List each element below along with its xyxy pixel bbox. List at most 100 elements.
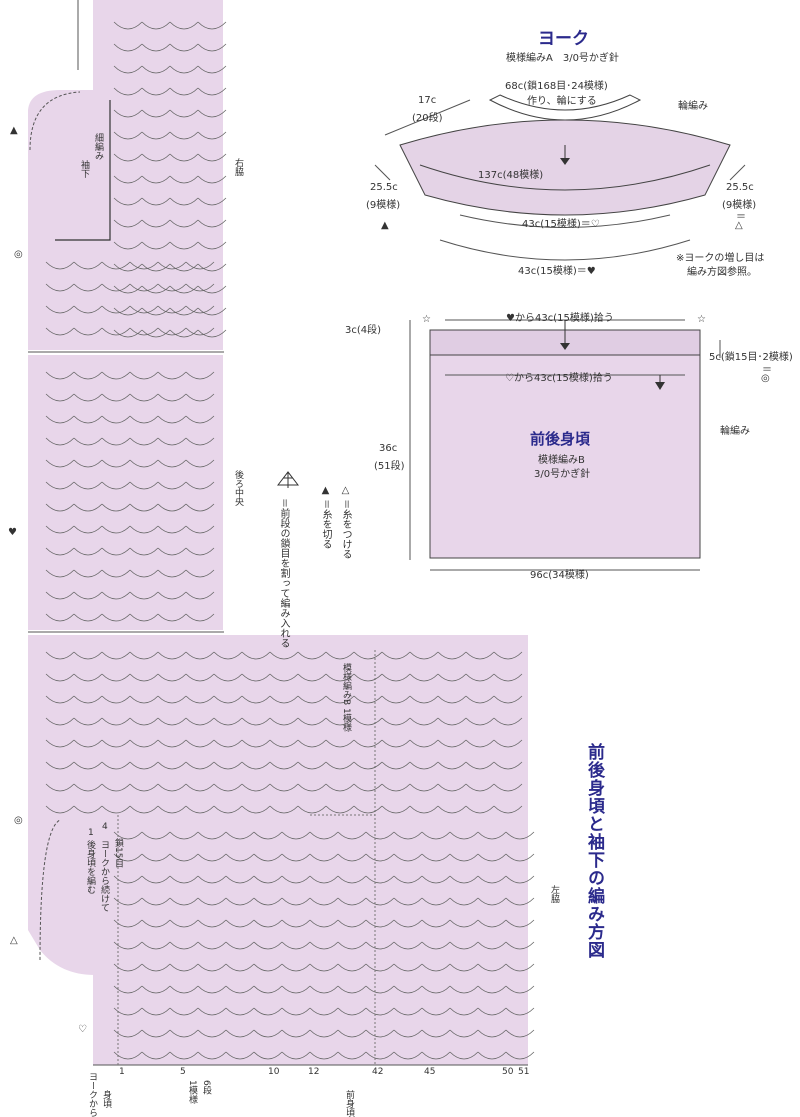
stitch-arc: [141, 853, 171, 862]
stitch-arc: [241, 717, 271, 726]
stitch-arc: [73, 261, 103, 270]
stitch-arc: [129, 673, 159, 682]
stitch-arc: [337, 941, 367, 950]
stitch-arc: [101, 651, 131, 660]
stitch-arc: [465, 695, 495, 704]
stitch-arc: [73, 283, 103, 292]
stitch-arc: [269, 739, 299, 748]
stitch-arc: [505, 853, 535, 862]
body-title: 前後身頃: [530, 430, 591, 448]
stitch-arc: [101, 283, 131, 292]
stitch-arc: [45, 371, 75, 380]
stitch-arc: [297, 805, 327, 814]
stitch-arc: [129, 569, 159, 578]
stitch-arc: [185, 591, 215, 600]
stitch-arc: [129, 547, 159, 556]
row-number: 50: [502, 1067, 514, 1077]
row-1-top: 1: [88, 828, 94, 838]
stitch-arc: [101, 481, 131, 490]
stitch-arc: [141, 1007, 171, 1016]
stitch-arc: [141, 941, 171, 950]
stitch-arc: [253, 1007, 283, 1016]
stitch-arc: [141, 897, 171, 906]
stitch-arc: [253, 919, 283, 928]
stitch-arc: [505, 919, 535, 928]
stitch-arc: [197, 1029, 227, 1038]
stitch-arc: [45, 305, 75, 314]
stitch-arc: [45, 459, 75, 468]
stitch-arc: [253, 1051, 283, 1060]
stitch-arc: [169, 43, 199, 52]
stitch-arc: [241, 673, 271, 682]
stitch-arc: [421, 853, 451, 862]
stitch-arc: [45, 805, 75, 814]
stitch-arc: [129, 591, 159, 600]
stitch-arc: [141, 285, 171, 294]
label-left-side: 左脇: [549, 885, 559, 903]
stitch-arc: [101, 695, 131, 704]
stitch-arc: [197, 175, 227, 184]
stitch-arc: [409, 805, 439, 814]
stitch-arc: [269, 673, 299, 682]
stitch-arc: [113, 43, 143, 52]
stitch-arc: [381, 761, 411, 770]
stitch-arc: [449, 1007, 479, 1016]
stitch-arc: [169, 329, 199, 338]
stitch-arc: [185, 371, 215, 380]
stitch-arc: [113, 329, 143, 338]
stitch-arc: [197, 831, 227, 840]
stitch-arc: [505, 1029, 535, 1038]
stitch-arc: [337, 919, 367, 928]
stitch-arc: [365, 875, 395, 884]
stitch-arc: [157, 393, 187, 402]
stitch-arc: [381, 695, 411, 704]
stitch-arc: [157, 673, 187, 682]
stitch-arc: [197, 897, 227, 906]
stitch-arc: [157, 305, 187, 314]
stitch-arc: [101, 261, 131, 270]
stitch-arc: [365, 1007, 395, 1016]
stitch-arc: [421, 963, 451, 972]
stitch-arc: [141, 919, 171, 928]
stitch-arc: [393, 1007, 423, 1016]
stitch-arc: [325, 739, 355, 748]
stitch-arc: [73, 761, 103, 770]
stitch-arc: [73, 305, 103, 314]
stitch-arc: [493, 717, 523, 726]
stitch-arc: [185, 305, 215, 314]
stitch-arc: [113, 263, 143, 272]
stitch-arc: [269, 805, 299, 814]
stitch-arc: [157, 283, 187, 292]
label-sleeve-under: 袖下: [79, 160, 89, 178]
stitch-arc: [449, 897, 479, 906]
stitch-arc: [421, 1029, 451, 1038]
stitch-arc: [101, 393, 131, 402]
stitch-arc: [393, 941, 423, 950]
stitch-arc: [381, 805, 411, 814]
stitch-arc: [169, 985, 199, 994]
stitch-arc: [281, 831, 311, 840]
stitch-arc: [477, 919, 507, 928]
stitch-arc: [225, 853, 255, 862]
stitch-arc: [157, 591, 187, 600]
stitch-arc: [309, 919, 339, 928]
stitch-arc: [465, 739, 495, 748]
stitch-arc: [297, 761, 327, 770]
stitch-arc: [129, 305, 159, 314]
stitch-arc: [169, 131, 199, 140]
stitch-arc: [101, 805, 131, 814]
stitch-arc: [157, 459, 187, 468]
stitch-arc: [169, 109, 199, 118]
stitch-arc: [297, 695, 327, 704]
yoke-right-eq: ＝: [736, 212, 746, 223]
stitch-arc: [381, 739, 411, 748]
stitch-arc: [393, 853, 423, 862]
stitch-arc: [185, 651, 215, 660]
stitch-arc: [169, 197, 199, 206]
stitch-arc: [213, 783, 243, 792]
row-number: 1: [119, 1067, 125, 1077]
stitch-arc: [101, 591, 131, 600]
stitch-arc: [73, 591, 103, 600]
stitch-arc: [325, 717, 355, 726]
